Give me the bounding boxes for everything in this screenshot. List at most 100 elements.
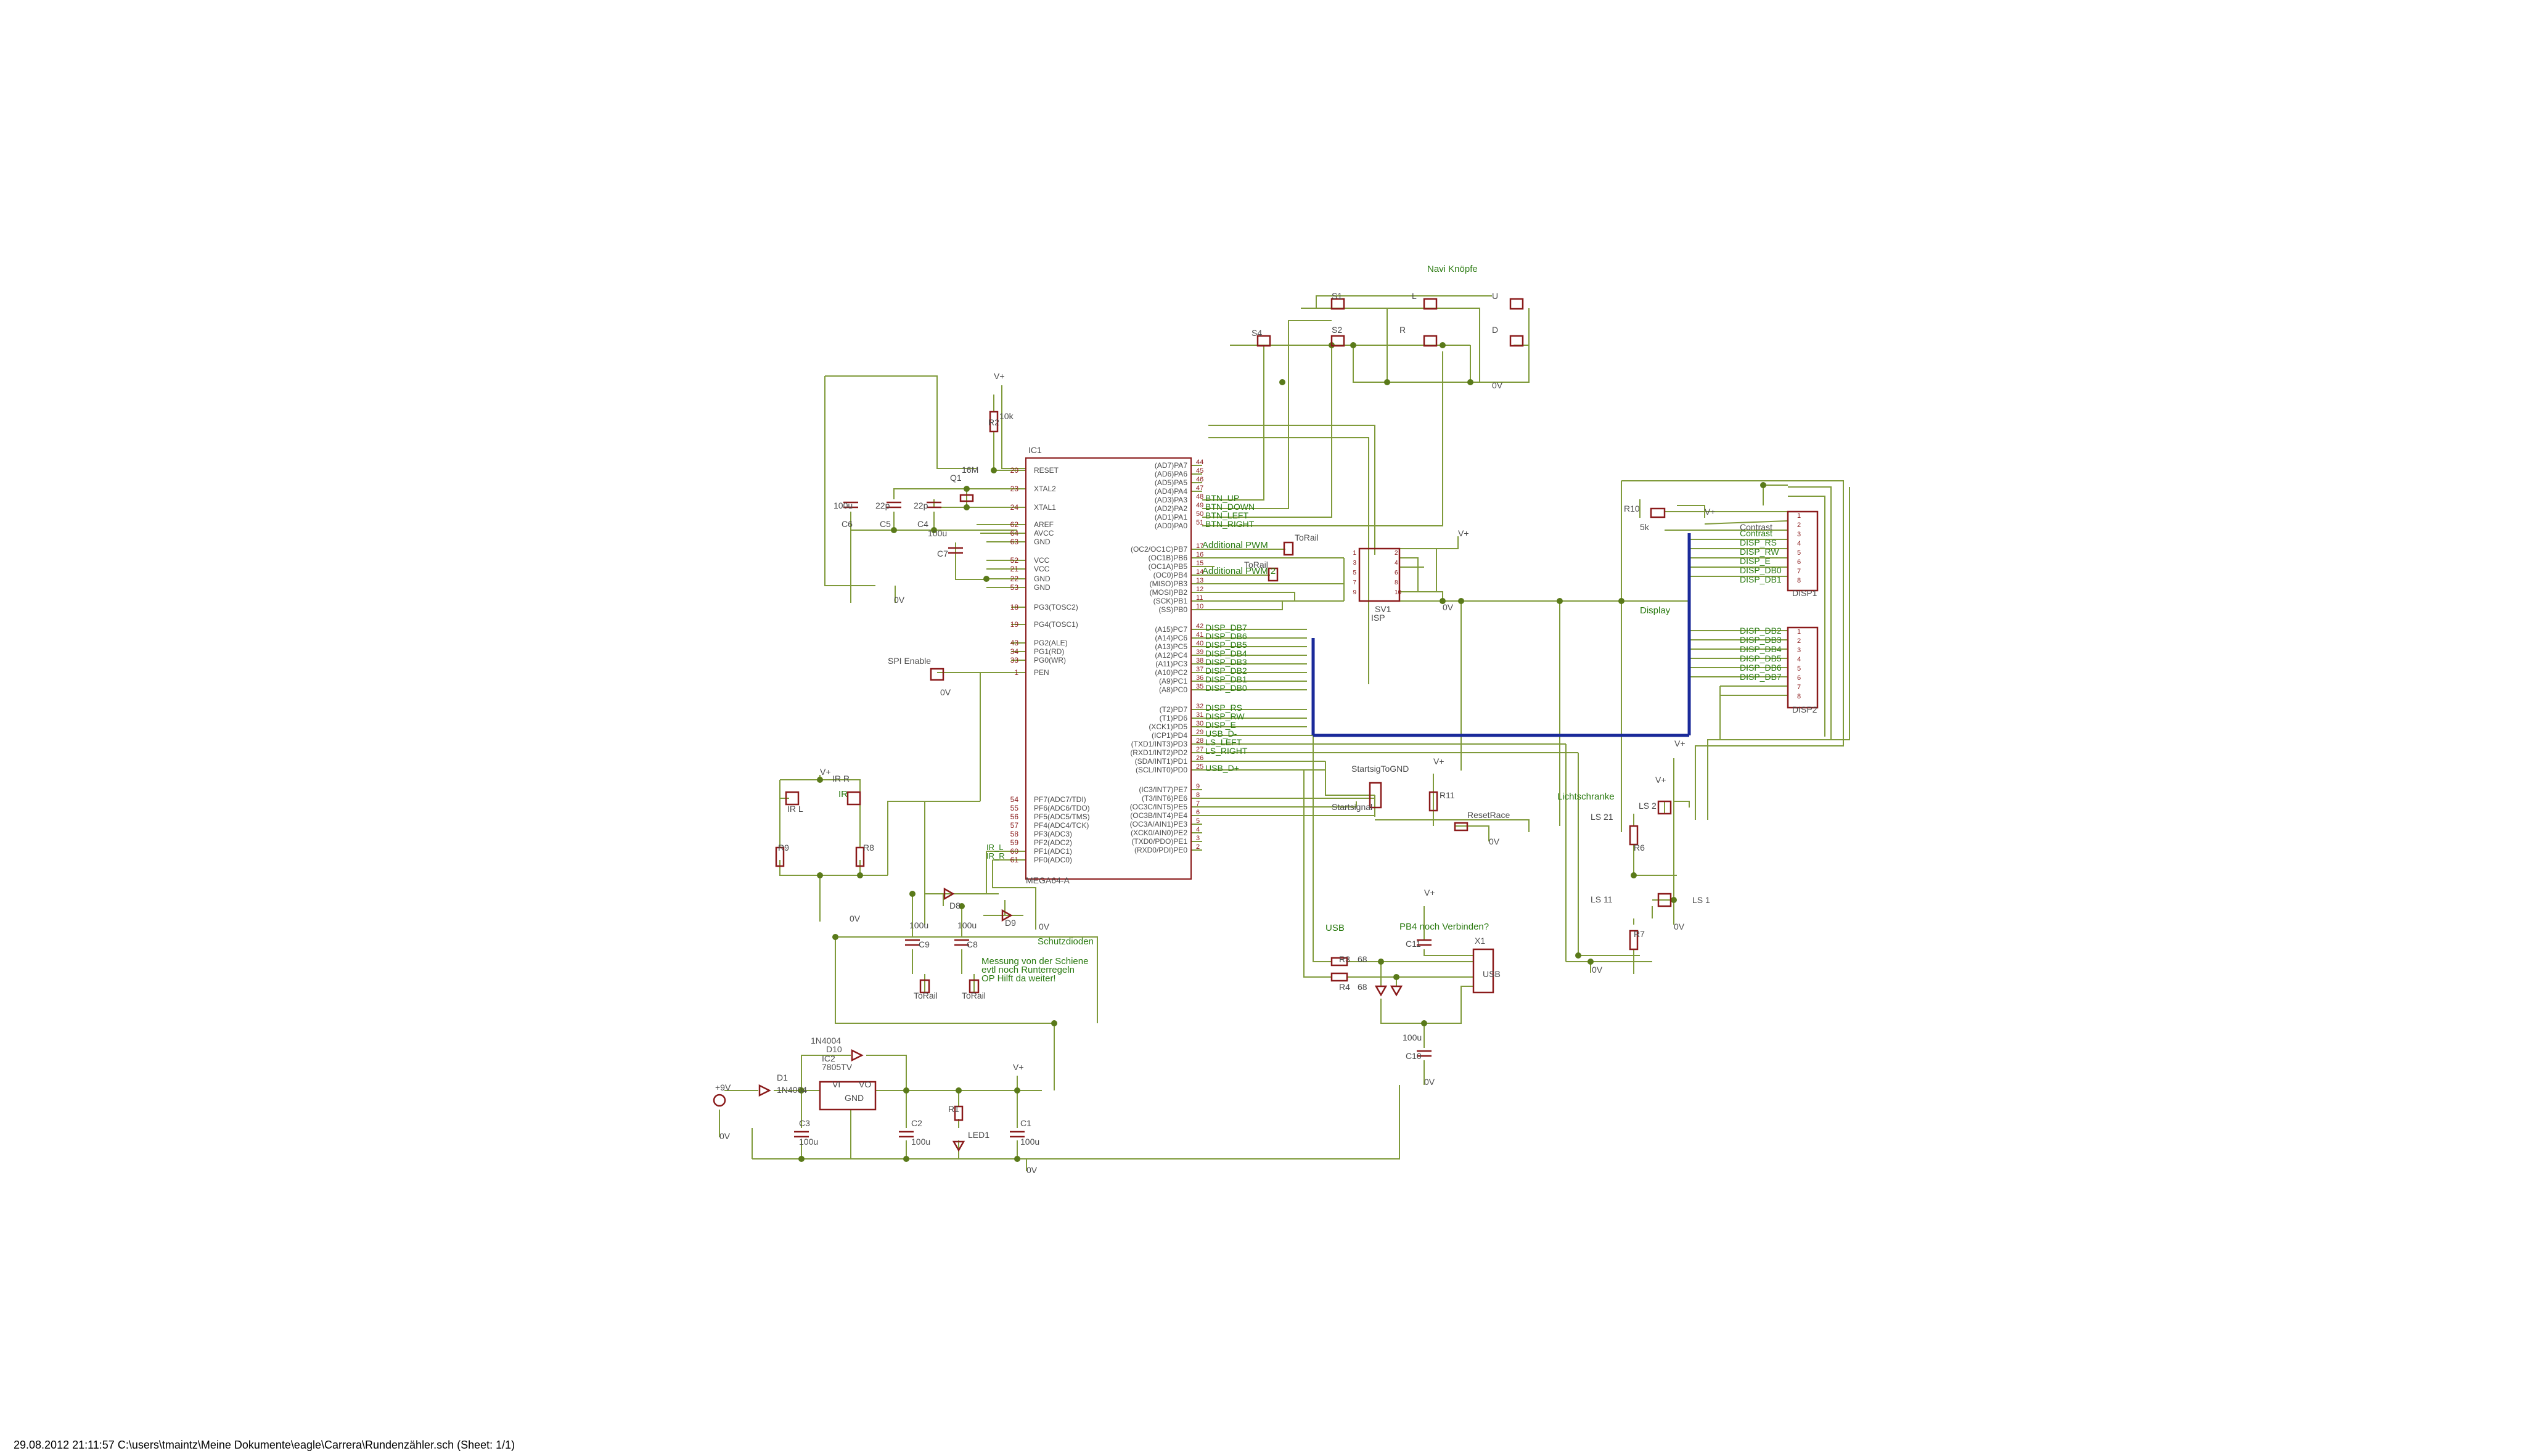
isp-pin-number: 1: [1353, 550, 1356, 557]
net-label: DISP_E: [1740, 556, 1771, 566]
schematic-label: R10: [1624, 504, 1640, 513]
ic1-pin-name: (AD0)PA0: [1155, 521, 1187, 530]
ic1-pin-number: 16: [1196, 551, 1203, 558]
disp1-pin-number: 3: [1797, 531, 1801, 538]
disp1-pin-number: 7: [1797, 568, 1801, 575]
disp1-pin-number: 8: [1797, 577, 1801, 584]
ic1-pin-name: (A14)PC6: [1155, 634, 1187, 642]
ic1-pin-number: 59: [1010, 838, 1019, 847]
r11-resistor: [1428, 791, 1438, 812]
schematic-label: D10: [826, 1044, 842, 1054]
ic1-pin-name: GND: [1034, 538, 1051, 546]
net-label: DISP_DB7: [1740, 672, 1782, 682]
net-label: USB_D+: [1205, 763, 1239, 773]
supply-symbol: V+: [820, 767, 831, 777]
schematic-label: 100u: [928, 528, 947, 538]
ic1-pin-number: 23: [1010, 485, 1019, 493]
ic1-pin-name: (OC0)PB4: [1153, 571, 1188, 579]
ic1-pin-name: (AD1)PA1: [1155, 513, 1187, 521]
disp1-pin-number: 6: [1797, 558, 1801, 566]
schematic-label: 100u: [1020, 1137, 1039, 1147]
ic1-pin-number: 10: [1196, 603, 1203, 610]
ic1-pin-number: 57: [1010, 821, 1019, 830]
schematic-label: Q1: [950, 473, 962, 483]
sheet-footer: 29.08.2012 21:11:57 C:\users\tmaintz\Mei…: [14, 1439, 515, 1451]
ic1-pin-name: PF1(ADC1): [1034, 847, 1072, 856]
ic1-pin-name: (OC1B)PB6: [1149, 554, 1188, 562]
schematic-label: R9: [778, 843, 789, 853]
isp-connector: [1358, 547, 1401, 602]
net-label: DISP_DB4: [1205, 648, 1247, 658]
ic1-pin-number: 38: [1196, 657, 1203, 665]
net-label: DISP_DB5: [1205, 640, 1247, 650]
ic1-pin-number: 42: [1196, 623, 1203, 630]
ic1-pin-number: 41: [1196, 631, 1203, 639]
ic1-pin-number: 62: [1010, 520, 1019, 529]
ls2-sensor: [1657, 800, 1672, 815]
r8-resistor: [855, 846, 865, 867]
net-label: USB_D-: [1205, 729, 1237, 738]
schematic-label: R3: [1339, 954, 1350, 964]
button-u: [1509, 298, 1524, 310]
schematic-label: Contrast: [1740, 522, 1772, 532]
ic1-pin-number: 34: [1010, 647, 1019, 656]
schematic-label: PB4 noch Verbinden?: [1399, 922, 1489, 932]
ic1-pin-number: 43: [1010, 639, 1019, 647]
schematic-label: Display: [1640, 605, 1671, 616]
ic1-pin-number: 53: [1010, 583, 1019, 592]
ic1-pin-name: (OC3A/AIN1)PE3: [1130, 820, 1188, 828]
supply-symbol: 0V: [1424, 1077, 1435, 1087]
ic1-pin-name: PEN: [1034, 668, 1049, 677]
ic1-pin-number: 30: [1196, 720, 1203, 727]
disp1-pin-number: 1: [1797, 512, 1801, 520]
supply-symbol: V+: [1655, 775, 1666, 785]
ic1-pin-name: (SS)PB0: [1158, 605, 1187, 614]
schematic-label: D1: [777, 1073, 788, 1082]
ic1-pin-number: 52: [1010, 556, 1019, 565]
d10-diode: [851, 1049, 864, 1062]
ic1-pin-number: 3: [1196, 835, 1200, 842]
r4-resistor: [1330, 972, 1348, 982]
disp2-pin-number: 3: [1797, 647, 1801, 654]
ic1-pin-number: 22: [1010, 575, 1019, 583]
schematic-label: ToRail: [1244, 560, 1268, 570]
schematic-label: ISP: [1371, 613, 1385, 623]
net-label: Contrast: [1740, 528, 1772, 538]
ic1-pin-number: 5: [1196, 817, 1200, 825]
net-label: DISP_RW: [1205, 711, 1245, 721]
ic1-pin-name: (AD7)PA7: [1155, 461, 1187, 470]
ic1-pin-name: XTAL1: [1034, 503, 1056, 512]
net-label: DISP_DB0: [1205, 683, 1247, 693]
isp-pin-number: 8: [1395, 579, 1398, 586]
ic1-pin-name: PG0(WR): [1034, 656, 1066, 665]
ic1-pin-number: 33: [1010, 656, 1019, 665]
schematic-label: R7: [1634, 929, 1645, 939]
ic1-pin-name: (AD2)PA2: [1155, 504, 1187, 513]
ic1-pin-number: 60: [1010, 847, 1019, 856]
ic1-pin-name: PF5(ADC5/TMS): [1034, 812, 1090, 821]
disp1-pin-number: 2: [1797, 521, 1801, 529]
disp2-pin-number: 5: [1797, 665, 1801, 673]
ic1-pin-name: (AD5)PA5: [1155, 478, 1187, 487]
supply-symbol: 0V: [1039, 922, 1050, 931]
schematic-label: ResetRace: [1467, 810, 1510, 820]
schematic-label: 22p: [875, 501, 890, 510]
schematic-label: C5: [880, 519, 891, 529]
net-label: DISP_DB2: [1205, 666, 1247, 676]
disp2-pin-number: 8: [1797, 693, 1801, 700]
ic1-pin-number: 19: [1010, 620, 1019, 629]
schematic-label: Schutzdioden: [1038, 936, 1094, 947]
ic1-pin-name: (OC1A)PB5: [1149, 562, 1188, 571]
button-d: [1509, 335, 1524, 347]
ic1-pin-name: PG4(TOSC1): [1034, 620, 1078, 629]
disp2-connector: [1787, 626, 1819, 709]
ic1-pin-name: (OC3B/INT4)PE4: [1130, 811, 1187, 820]
ic1-pin-name: (AD6)PA6: [1155, 470, 1187, 478]
schematic-label: Startsignal: [1332, 802, 1372, 812]
ic1-pin-name: (ICP1)PD4: [1152, 731, 1187, 740]
net-label: IR_L: [986, 843, 1003, 852]
ic1-pin-number: 27: [1196, 746, 1203, 753]
ic1-pin-name: (TXD1/INT3)PD3: [1131, 740, 1188, 748]
schematic-label: MEGA64-A: [1026, 875, 1070, 885]
ic1-pin-number: 47: [1196, 485, 1203, 492]
